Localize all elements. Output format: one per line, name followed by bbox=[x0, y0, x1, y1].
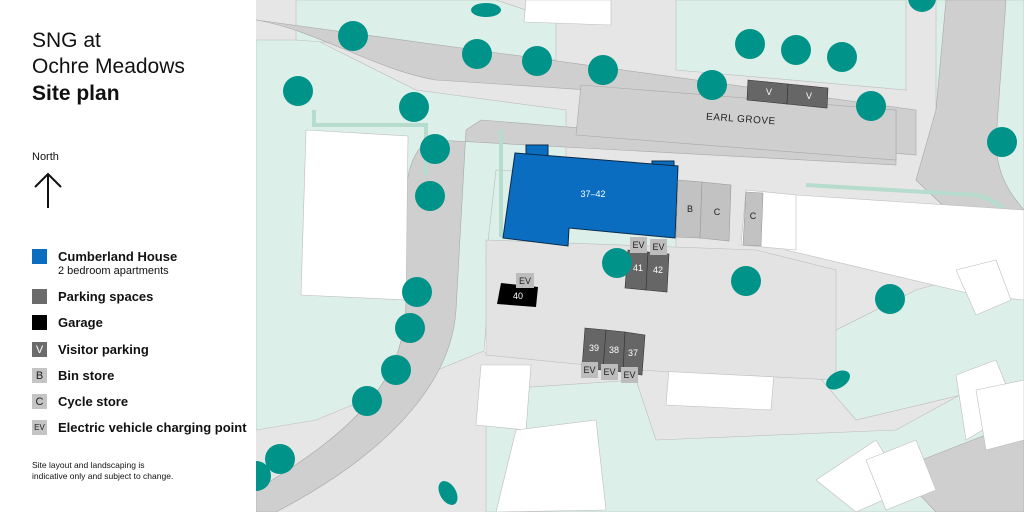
ev-chip: EV bbox=[623, 370, 636, 380]
bin-swatch-icon: B bbox=[32, 368, 47, 383]
plot-42-label: 42 bbox=[652, 265, 663, 275]
legend-item-ev-charging: EV Electric vehicle charging point bbox=[32, 420, 247, 435]
ev-chip: EV bbox=[518, 276, 531, 286]
north-label: North bbox=[32, 151, 59, 163]
plot-37-label: 37 bbox=[627, 348, 638, 358]
site-map[interactable]: 37–42 B C C V V EARL GROVE 41 42 EV EV 3… bbox=[256, 0, 1024, 512]
legend-label: Electric vehicle charging point bbox=[58, 420, 247, 435]
legend-item-cycle-store: C Cycle store bbox=[32, 394, 128, 409]
ev-chip: EV bbox=[632, 240, 645, 250]
arrow-up-icon bbox=[34, 172, 62, 208]
garage-swatch-icon bbox=[32, 315, 47, 330]
visitor-parking-label: V bbox=[805, 91, 812, 101]
site-title-line2: Ochre Meadows bbox=[32, 55, 185, 78]
site-map-drawing bbox=[256, 0, 1024, 512]
visitor-parking-label: V bbox=[765, 87, 772, 97]
parking-swatch-icon bbox=[32, 289, 47, 304]
legend-item-bin-store: B Bin store bbox=[32, 368, 114, 383]
bin-store-label: B bbox=[686, 204, 693, 214]
legend-item-parking-spaces: Parking spaces bbox=[32, 289, 153, 304]
ev-swatch-icon: EV bbox=[32, 420, 47, 435]
legend-item-garage: Garage bbox=[32, 315, 103, 330]
cycle-swatch-icon: C bbox=[32, 394, 47, 409]
cycle-store-label: C bbox=[749, 211, 757, 221]
blue-swatch-icon bbox=[32, 249, 47, 264]
disclaimer: Site layout and landscaping is indicativ… bbox=[32, 460, 174, 481]
legend-label: Garage bbox=[58, 315, 103, 330]
plot-41-label: 41 bbox=[632, 263, 643, 273]
legend-label: Cycle store bbox=[58, 394, 129, 409]
legend-item-visitor-parking: V Visitor parking bbox=[32, 342, 149, 357]
ev-chip: EV bbox=[583, 365, 596, 375]
visitor-swatch-icon: V bbox=[32, 342, 47, 357]
legend-sublabel: 2 bedroom apartments bbox=[58, 265, 169, 277]
legend-panel: SNG at Ochre Meadows Site plan North Cum… bbox=[0, 0, 256, 512]
plot-38-label: 38 bbox=[608, 345, 619, 355]
legend-label: Parking spaces bbox=[58, 289, 154, 304]
garage-40-label: 40 bbox=[512, 291, 523, 301]
page-title: Site plan bbox=[32, 82, 120, 105]
building-label: 37–42 bbox=[580, 189, 606, 199]
legend-label: Visitor parking bbox=[58, 342, 149, 357]
legend-label: Bin store bbox=[58, 368, 115, 383]
cycle-store-label: C bbox=[713, 207, 721, 217]
legend-item-cumberland-house: Cumberland House 2 bedroom apartments bbox=[32, 249, 177, 278]
legend-label: Cumberland House bbox=[58, 249, 178, 264]
site-title-line1: SNG at bbox=[32, 29, 101, 52]
plot-39-label: 39 bbox=[588, 343, 599, 353]
ev-chip: EV bbox=[603, 367, 616, 377]
ev-chip: EV bbox=[652, 242, 665, 252]
